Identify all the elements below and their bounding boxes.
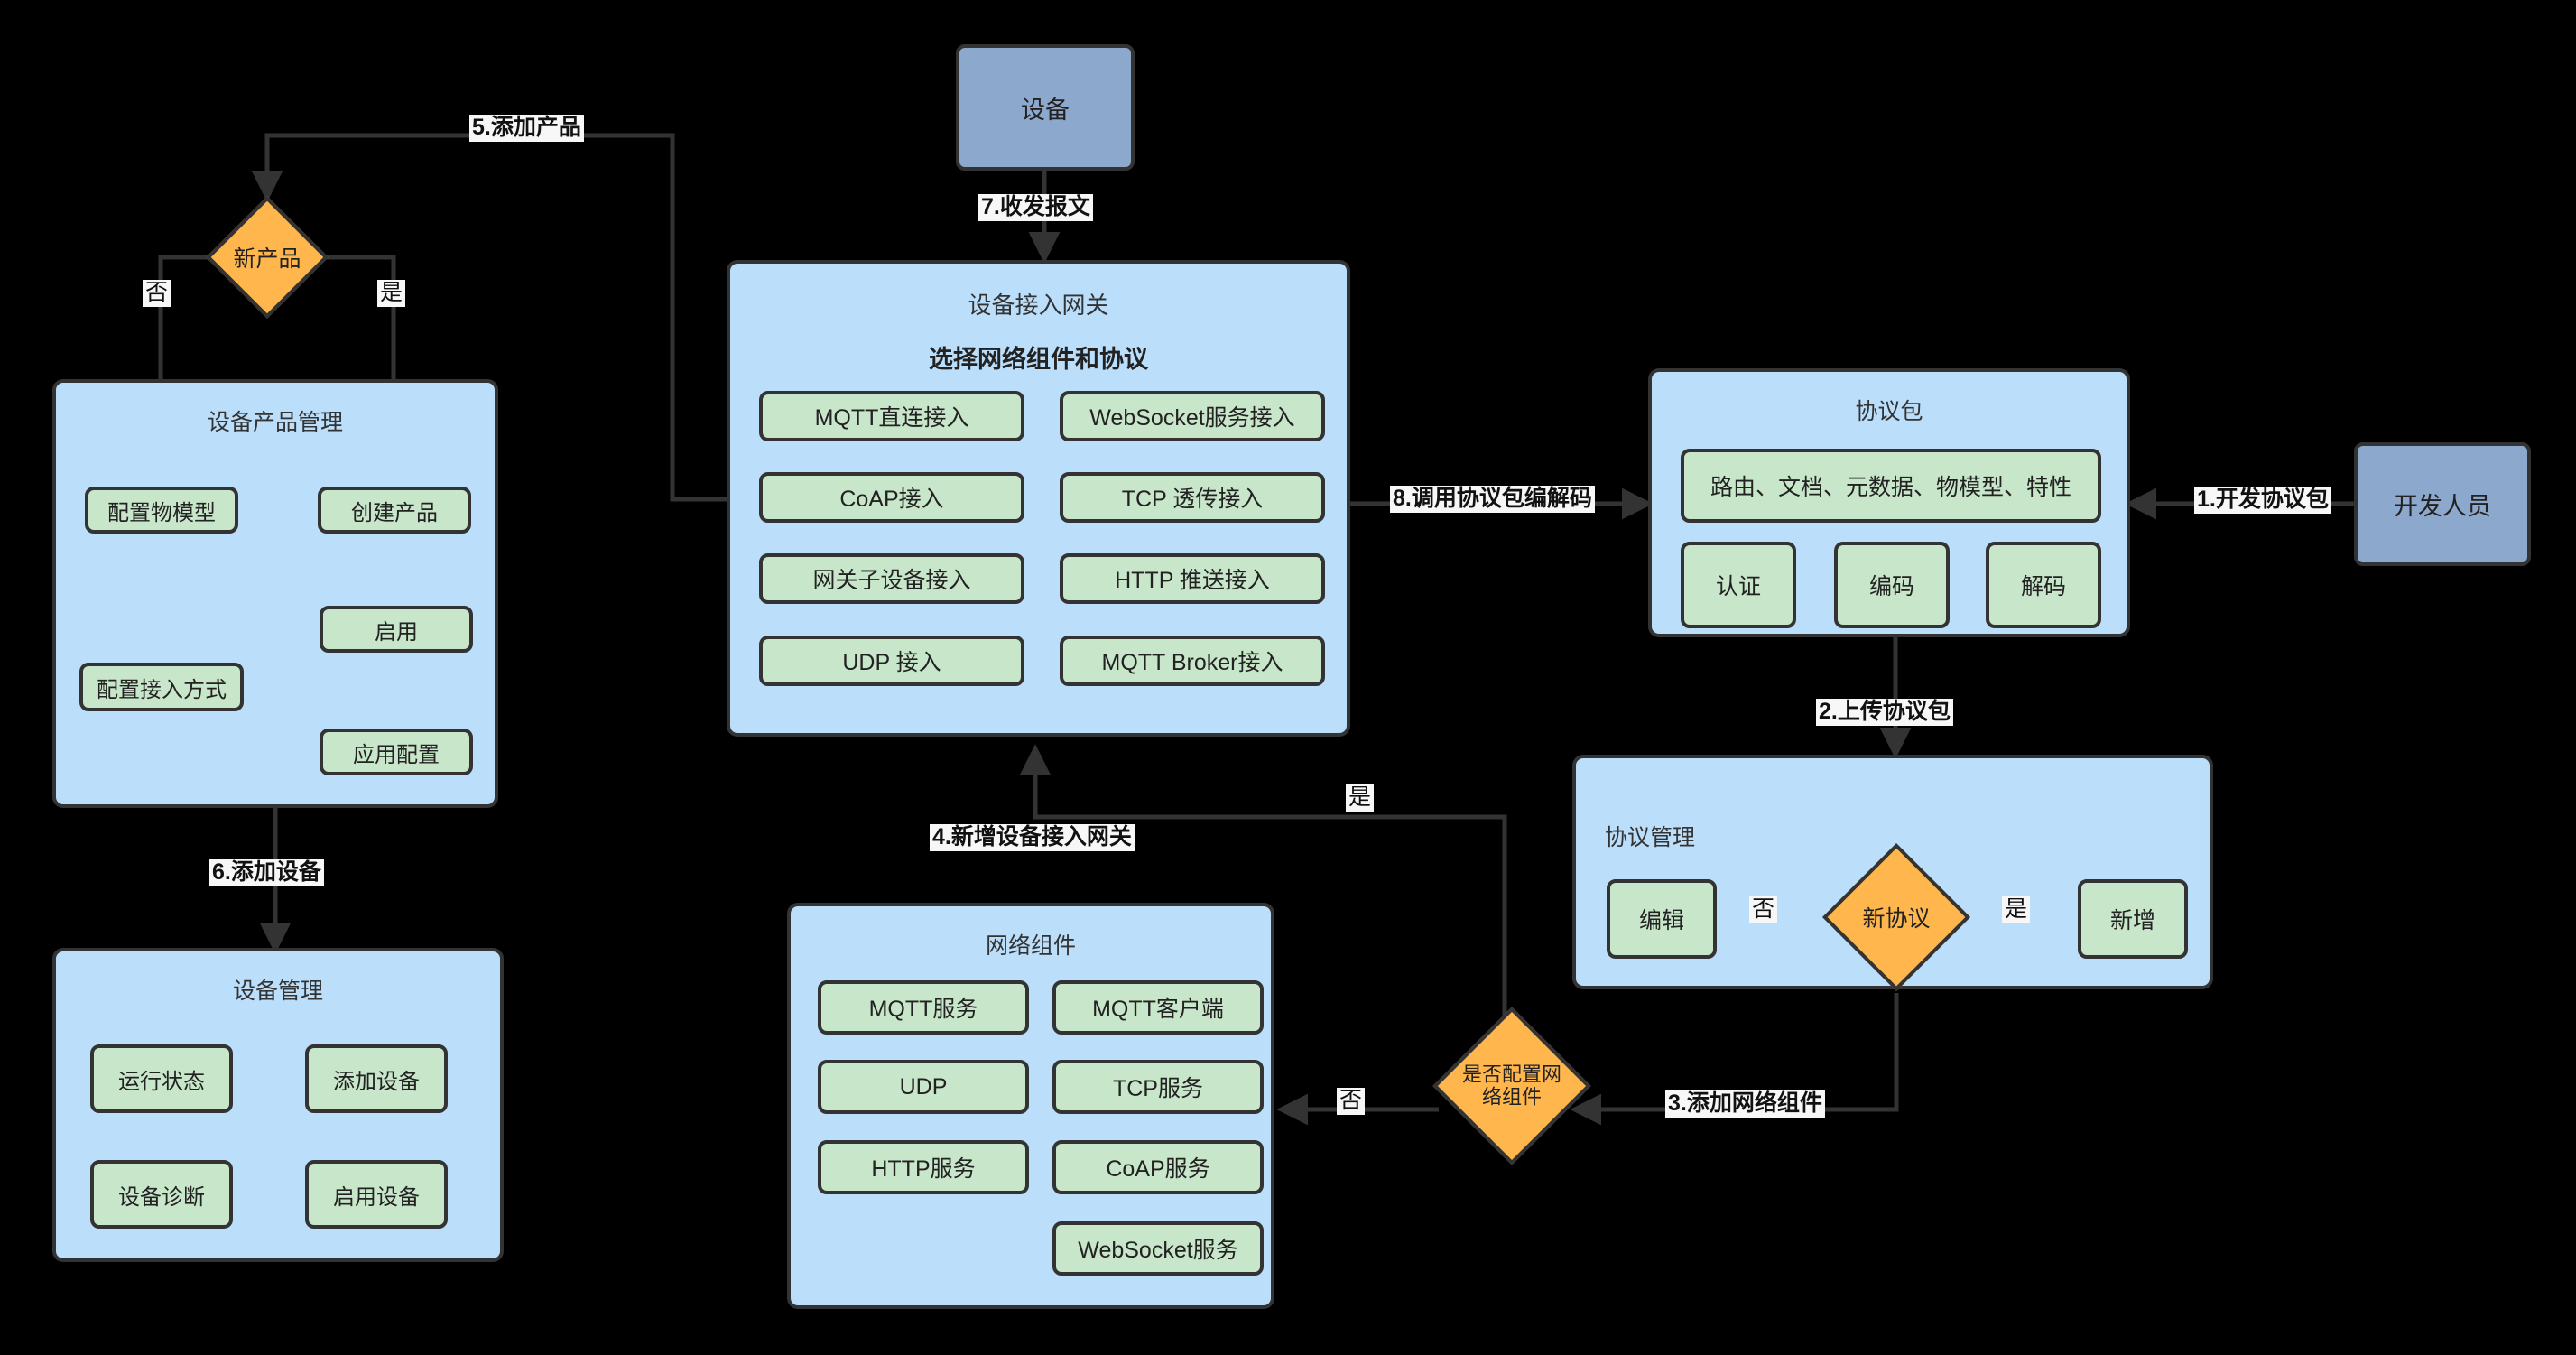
container-product-management-title: 设备产品管理 [207,410,343,435]
node-mqtt-direct-access[interactable]: MQTT直连接入 [759,391,1024,441]
node-mqtt-direct-access-label: MQTT直连接入 [814,405,969,431]
node-protocol-edit-label: 编辑 [1638,908,1684,933]
node-coap-service-label: CoAP服务 [1106,1156,1210,1182]
branch-label-newprotocol-yes: 是 [2002,896,2031,923]
node-create-product-label: 创建产品 [351,500,438,525]
decision-new-product-label: 新产品 [233,246,301,272]
edge-label-3: 3.添加网络组件 [1665,1090,1825,1118]
node-add-device-label: 添加设备 [333,1069,420,1094]
node-tcp-service-label: TCP服务 [1112,1076,1203,1101]
edge-label-2: 2.上传协议包 [1816,699,1953,726]
edge-label-1: 1.开发协议包 [2194,487,2331,514]
decision-net-line2: 络组件 [1481,1086,1543,1109]
node-udp-access-label: UDP 接入 [842,650,941,675]
node-decode[interactable]: 解码 [1986,542,2101,628]
decision-new-product[interactable]: 新产品 [206,196,329,319]
node-configure-access-method[interactable]: 配置接入方式 [79,663,244,711]
node-udp-access[interactable]: UDP 接入 [759,636,1024,686]
actor-developer-label: 开发人员 [2394,493,2491,520]
node-websocket-service-access-label: WebSocket服务接入 [1089,405,1295,431]
node-gateway-subdevice-access[interactable]: 网关子设备接入 [759,553,1024,604]
node-mqtt-client[interactable]: MQTT客户端 [1052,980,1264,1035]
node-encode[interactable]: 编码 [1834,542,1950,628]
node-running-status[interactable]: 运行状态 [90,1044,233,1113]
container-protocol-package-title: 协议包 [1855,399,1923,424]
node-enable[interactable]: 启用 [320,606,473,653]
node-protocol-add[interactable]: 新增 [2078,879,2188,959]
decision-configure-network-components-label: 是否配置网 络组件 [1462,1063,1561,1109]
node-udp[interactable]: UDP [818,1060,1029,1114]
actor-device-label: 设备 [1021,96,1070,124]
actor-device[interactable]: 设备 [956,44,1135,171]
node-mqtt-service[interactable]: MQTT服务 [818,980,1029,1035]
node-decode-label: 解码 [2020,574,2066,599]
node-coap-service[interactable]: CoAP服务 [1052,1140,1264,1194]
container-product-management: 设备产品管理 配置物模型 创建产品 配置接入方式 启用 应用配置 [52,379,498,808]
container-protocol-package: 协议包 路由、文档、元数据、物模型、特性 认证 编码 解码 [1648,368,2130,637]
branch-label-network-no: 否 [1337,1088,1366,1115]
node-protocol-add-label: 新增 [2109,908,2155,933]
branch-label-network-yes: 是 [1346,784,1375,812]
node-protocol-edit[interactable]: 编辑 [1607,879,1717,959]
node-gateway-subdevice-access-label: 网关子设备接入 [812,568,971,593]
node-coap-access[interactable]: CoAP接入 [759,472,1024,523]
branch-label-newprotocol-no: 否 [1749,896,1778,923]
node-encode-label: 编码 [1868,574,1914,599]
edge-label-7: 7.收发报文 [978,194,1093,221]
node-running-status-label: 运行状态 [118,1069,205,1094]
node-auth[interactable]: 认证 [1681,542,1796,628]
edge-label-8: 8.调用协议包编解码 [1390,486,1595,513]
branch-label-newproduct-yes: 是 [377,280,406,307]
node-http-push-access[interactable]: HTTP 推送接入 [1060,553,1325,604]
node-udp-label: UDP [899,1073,948,1100]
actor-developer[interactable]: 开发人员 [2354,442,2531,566]
node-enable-device-label: 启用设备 [333,1184,420,1210]
node-app-config-label: 应用配置 [353,742,440,767]
node-configure-thing-model-label: 配置物模型 [107,500,216,525]
node-tcp-transparent-access-label: TCP 透传接入 [1121,487,1264,512]
container-network-components: 网络组件 MQTT服务 MQTT客户端 UDP TCP服务 HTTP服务 CoA… [787,903,1274,1309]
container-device-management: 设备管理 运行状态 添加设备 设备诊断 启用设备 [52,948,504,1262]
node-websocket-service-label: WebSocket服务 [1078,1238,1238,1263]
container-access-gateway-title: 设备接入网关 [968,292,1109,319]
node-protocol-capabilities-label: 路由、文档、元数据、物模型、特性 [1710,475,2071,500]
decision-configure-network-components[interactable]: 是否配置网 络组件 [1432,1007,1591,1165]
node-tcp-transparent-access[interactable]: TCP 透传接入 [1060,472,1325,523]
node-mqtt-client-label: MQTT客户端 [1092,997,1224,1022]
branch-label-newproduct-no: 否 [143,280,171,307]
container-protocol-management-title: 协议管理 [1605,825,1696,850]
node-coap-access-label: CoAP接入 [839,487,944,512]
node-enable-label: 启用 [375,619,418,645]
node-auth-label: 认证 [1715,574,1761,599]
decision-new-protocol-label: 新协议 [1862,906,1931,932]
container-access-gateway: 设备接入网关 选择网络组件和协议 MQTT直连接入 WebSocket服务接入 … [727,260,1350,737]
edge-label-4: 4.新增设备接入网关 [930,824,1135,851]
node-enable-device[interactable]: 启用设备 [305,1160,448,1229]
node-configure-thing-model[interactable]: 配置物模型 [85,487,238,534]
node-websocket-service-access[interactable]: WebSocket服务接入 [1060,391,1325,441]
node-create-product[interactable]: 创建产品 [318,487,471,534]
node-device-diagnosis-label: 设备诊断 [118,1184,205,1210]
node-configure-access-method-label: 配置接入方式 [97,677,227,702]
container-device-management-title: 设备管理 [232,979,323,1004]
container-access-gateway-subtitle: 选择网络组件和协议 [929,346,1148,373]
node-device-diagnosis[interactable]: 设备诊断 [90,1160,233,1229]
edge-label-6: 6.添加设备 [209,859,324,886]
container-network-components-title: 网络组件 [985,933,1076,959]
node-mqtt-broker-access-label: MQTT Broker接入 [1101,650,1283,675]
decision-net-line1: 是否配置网 [1461,1063,1562,1086]
node-protocol-capabilities[interactable]: 路由、文档、元数据、物模型、特性 [1681,449,2101,523]
node-http-push-access-label: HTTP 推送接入 [1115,568,1270,593]
node-mqtt-service-label: MQTT服务 [868,997,978,1022]
node-mqtt-broker-access[interactable]: MQTT Broker接入 [1060,636,1325,686]
node-http-service-label: HTTP服务 [871,1156,976,1182]
node-tcp-service[interactable]: TCP服务 [1052,1060,1264,1114]
node-http-service[interactable]: HTTP服务 [818,1140,1029,1194]
edge-label-5: 5.添加产品 [469,115,584,142]
node-websocket-service[interactable]: WebSocket服务 [1052,1221,1264,1276]
node-add-device[interactable]: 添加设备 [305,1044,448,1113]
node-app-config[interactable]: 应用配置 [320,729,473,775]
